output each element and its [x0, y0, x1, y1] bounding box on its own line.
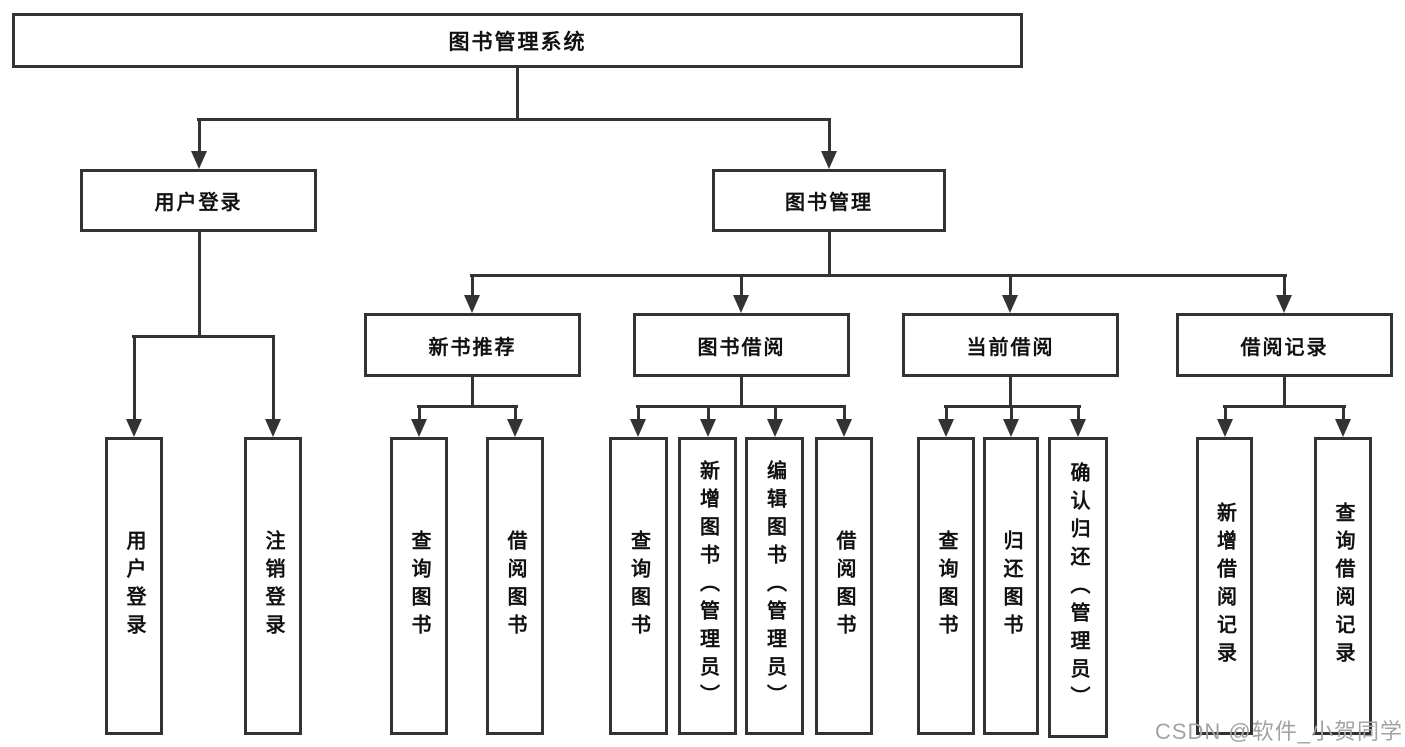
node-book-borrowing: 图书借阅: [633, 313, 850, 377]
connector-line: [470, 274, 1287, 277]
connector-line: [1009, 274, 1012, 298]
leaf-confirm-return-admin: 确认归还（管理员）: [1048, 437, 1108, 738]
connector-line: [1223, 405, 1346, 408]
leaf-label: 查询图书: [935, 530, 957, 642]
connector-line: [636, 405, 846, 408]
leaf-label: 查询图书: [627, 530, 650, 642]
connector-line: [1224, 405, 1227, 423]
connector-line: [740, 274, 743, 298]
connector-line: [418, 405, 421, 423]
leaf-add-borrow-record: 新增借阅记录: [1196, 437, 1253, 735]
arrow-down-icon: [507, 419, 523, 437]
connector-line: [740, 377, 743, 408]
connector-line: [774, 405, 777, 423]
leaf-add-books-admin: 新增图书（管理员）: [678, 437, 737, 735]
leaf-label: 借阅图书: [504, 530, 526, 642]
node-current-borrowing: 当前借阅: [902, 313, 1119, 377]
arrow-down-icon: [191, 151, 207, 169]
node-borrowing-records: 借阅记录: [1176, 313, 1393, 377]
connector-line: [1342, 405, 1345, 423]
leaf-label: 确认归还（管理员）: [1067, 461, 1089, 714]
arrow-down-icon: [938, 419, 954, 437]
connector-line: [417, 405, 518, 408]
node-label: 借阅记录: [1240, 336, 1329, 359]
leaf-label: 新增图书（管理员）: [696, 460, 719, 712]
leaf-logout: 注销登录: [244, 437, 302, 735]
connector-line: [1009, 377, 1012, 408]
arrow-down-icon: [1070, 419, 1086, 437]
connector-line: [1077, 405, 1080, 423]
arrow-down-icon: [464, 295, 480, 313]
leaf-label: 归还图书: [1000, 530, 1022, 642]
arrow-down-icon: [265, 419, 281, 437]
leaf-label: 用户登录: [123, 530, 145, 642]
leaf-borrow-books-recommend: 借阅图书: [486, 437, 544, 735]
leaf-query-books-recommend: 查询图书: [390, 437, 448, 735]
arrow-down-icon: [630, 419, 646, 437]
node-label: 新书推荐: [428, 336, 517, 359]
connector-line: [133, 335, 136, 423]
connector-line: [945, 405, 948, 423]
node-book-management: 图书管理: [712, 169, 946, 232]
connector-line: [198, 232, 201, 338]
leaf-query-books-borrowing: 查询图书: [609, 437, 668, 735]
connector-line: [1283, 377, 1286, 408]
connector-line: [198, 118, 201, 155]
node-user-login: 用户登录: [80, 169, 317, 232]
leaf-edit-books-admin: 编辑图书（管理员）: [745, 437, 804, 735]
leaf-label: 注销登录: [262, 530, 284, 642]
arrow-down-icon: [821, 151, 837, 169]
arrow-down-icon: [1335, 419, 1351, 437]
leaf-borrow-books-borrowing: 借阅图书: [815, 437, 873, 735]
connector-line: [132, 335, 275, 338]
connector-line: [1283, 274, 1286, 298]
connector-line: [197, 118, 831, 121]
arrow-down-icon: [1002, 295, 1018, 313]
leaf-label: 查询借阅记录: [1332, 502, 1354, 670]
arrow-down-icon: [126, 419, 142, 437]
connector-line: [828, 232, 831, 277]
node-library-management-system: 图书管理系统: [12, 13, 1023, 68]
connector-line: [707, 405, 710, 423]
connector-line: [272, 335, 275, 423]
leaf-label: 查询图书: [408, 530, 430, 642]
leaf-user-login: 用户登录: [105, 437, 163, 735]
connector-line: [637, 405, 640, 423]
arrow-down-icon: [700, 419, 716, 437]
arrow-down-icon: [733, 295, 749, 313]
leaf-return-books: 归还图书: [983, 437, 1039, 735]
leaf-label: 新增借阅记录: [1213, 502, 1236, 670]
leaf-label: 编辑图书（管理员）: [763, 460, 786, 712]
arrow-down-icon: [411, 419, 427, 437]
arrow-down-icon: [1003, 419, 1019, 437]
leaf-label: 借阅图书: [833, 530, 855, 642]
connector-line: [471, 377, 474, 408]
node-label: 图书管理系统: [448, 30, 587, 54]
arrow-down-icon: [836, 419, 852, 437]
connector-line: [514, 405, 517, 423]
node-label: 当前借阅: [966, 336, 1055, 359]
leaf-query-books-current: 查询图书: [917, 437, 975, 735]
connector-line: [828, 118, 831, 155]
node-label: 用户登录: [154, 192, 243, 214]
connector-line: [516, 68, 519, 121]
connector-line: [843, 405, 846, 423]
csdn-watermark: CSDN @软件_小贺同学: [1154, 719, 1403, 744]
leaf-query-borrow-record: 查询借阅记录: [1314, 437, 1372, 735]
node-new-book-recommendation: 新书推荐: [364, 313, 581, 377]
node-label: 图书借阅: [697, 336, 786, 359]
connector-line: [1010, 405, 1013, 423]
arrow-down-icon: [1217, 419, 1233, 437]
connector-line: [471, 274, 474, 298]
node-label: 图书管理: [785, 192, 873, 214]
arrow-down-icon: [1276, 295, 1292, 313]
arrow-down-icon: [767, 419, 783, 437]
